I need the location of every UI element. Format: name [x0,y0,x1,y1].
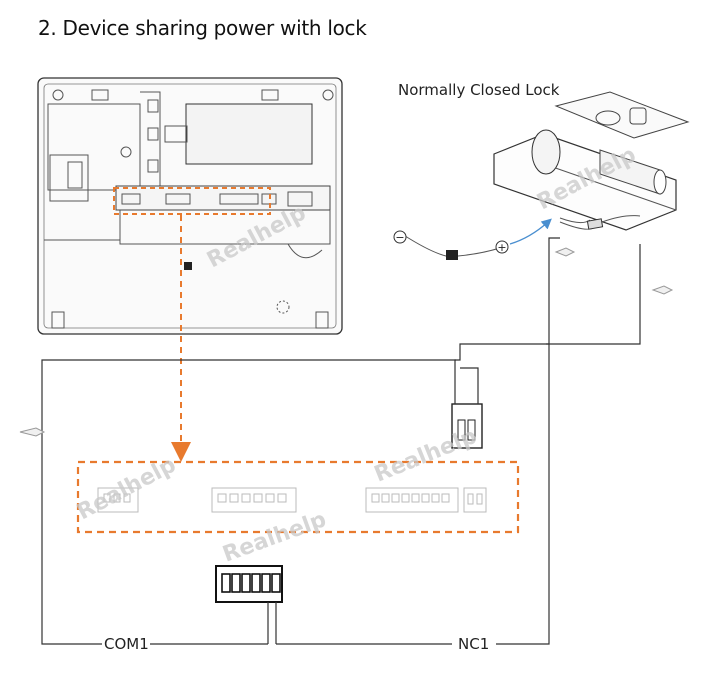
minus-sign: − [395,231,404,244]
connector-panel [76,460,520,534]
device-connector-highlight [113,187,271,215]
diagram-title: 2. Device sharing power with lock [38,16,367,40]
plus-sign: + [497,241,506,254]
normally-closed-lock [493,91,690,231]
device-back-panel [37,77,343,335]
com1-label: COM1 [104,635,149,653]
power-plug [451,343,549,449]
lock-label: Normally Closed Lock [398,81,560,99]
relay-connector [215,565,283,644]
wiring [19,237,674,645]
diode-polarity: − + [393,218,552,260]
nc1-label: NC1 [458,635,489,653]
